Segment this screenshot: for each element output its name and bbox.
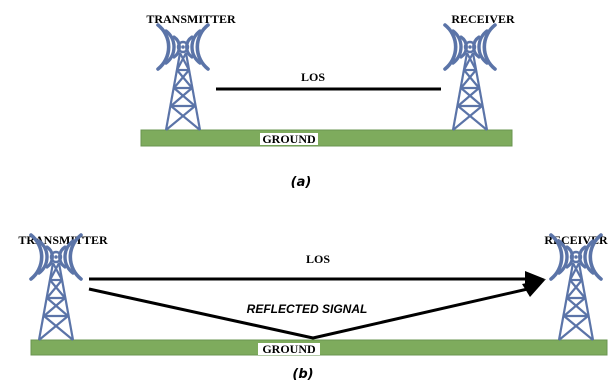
los-label-b: LOS: [306, 252, 330, 266]
ground-label-b: GROUND: [262, 342, 316, 356]
diagram-a: TRANSMITTER RECEIVER GROUND LOS (a): [140, 12, 515, 190]
transmitter-label-a: TRANSMITTER: [146, 12, 236, 26]
los-label-a: LOS: [301, 70, 325, 84]
ground-bar-a: [140, 129, 513, 147]
reflected-signal-label: REFLECTED SIGNAL: [247, 302, 368, 316]
reflected-path: [88, 286, 533, 340]
caption-b: (b): [292, 367, 313, 382]
ground-label-bg-b: [258, 343, 320, 355]
ground-label-bg-a: [260, 133, 318, 145]
diagram-b: TRANSMITTER RECEIVER GROUND LOS REFLECTE…: [18, 233, 608, 382]
radio-tower-icon: [156, 23, 210, 132]
ground-label-a: GROUND: [262, 132, 316, 146]
receiver-label-a: RECEIVER: [451, 12, 515, 26]
radio-tower-icon: [29, 233, 83, 342]
arrow-head-icon: [522, 279, 546, 297]
caption-a: (a): [291, 175, 312, 190]
radio-tower-icon: [549, 233, 603, 342]
radio-tower-icon: [443, 23, 497, 132]
